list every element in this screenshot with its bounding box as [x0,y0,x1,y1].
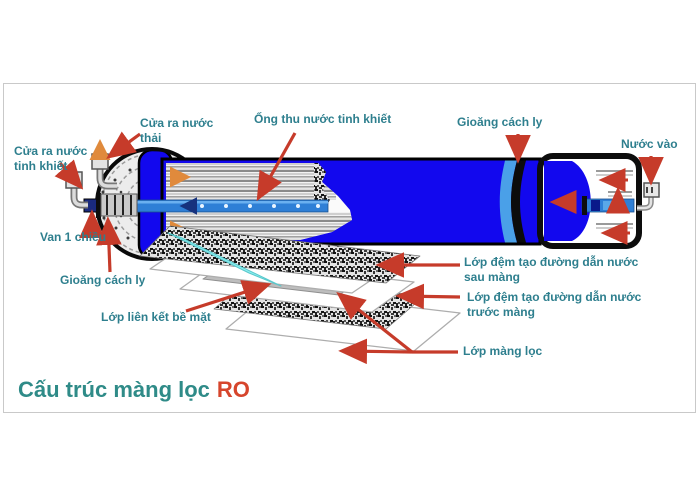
arrow-waste-outlet [106,131,141,159]
inlet-flow-arrows [549,168,630,245]
label-collector-tube: Ống thu nước tinh khiết [254,112,392,126]
layer-feed-spacer-top [139,225,421,284]
arrow-spacer-before [395,283,461,310]
annotation-arrows [54,131,664,365]
label-gasket-left: Gioăng cách ly [60,273,146,287]
label-water-in: Nước vào [621,137,678,151]
arrow-membrane-fork [336,292,458,365]
content-frame [3,83,696,413]
arrow-surface-bond [185,280,272,313]
water-inlet-fitting [637,182,660,211]
label-waste-outlet: Cửa ra nước thải [140,116,214,145]
layer-surface-bond [167,232,282,287]
arrow-collector-tube [256,132,297,202]
arrow-gasket-left [96,216,122,273]
label-spacer-before: Lớp đệm tạo đường dẫn nước trước màng [467,290,642,319]
diagram-title-highlight: RO [216,377,250,402]
diagram-title-main: Cấu trúc màng lọc [18,377,210,402]
gasket-block [100,193,138,217]
label-surface-bond: Lớp liên kết bề mặt [101,310,211,324]
label-gasket-top: Gioăng cách ly [457,115,543,129]
inlet-end-section [537,153,660,249]
label-spacer-after: Lớp đệm tạo đường dẫn nước sau màng [464,255,639,284]
label-check-valve: Van 1 chiều [40,230,107,244]
label-pure-outlet: Cửa ra nước tinh khiết [14,144,88,173]
isolation-gasket [499,160,517,243]
arrow-pure-outlet [54,159,84,190]
label-membrane: Lớp màng lọc [463,344,543,358]
